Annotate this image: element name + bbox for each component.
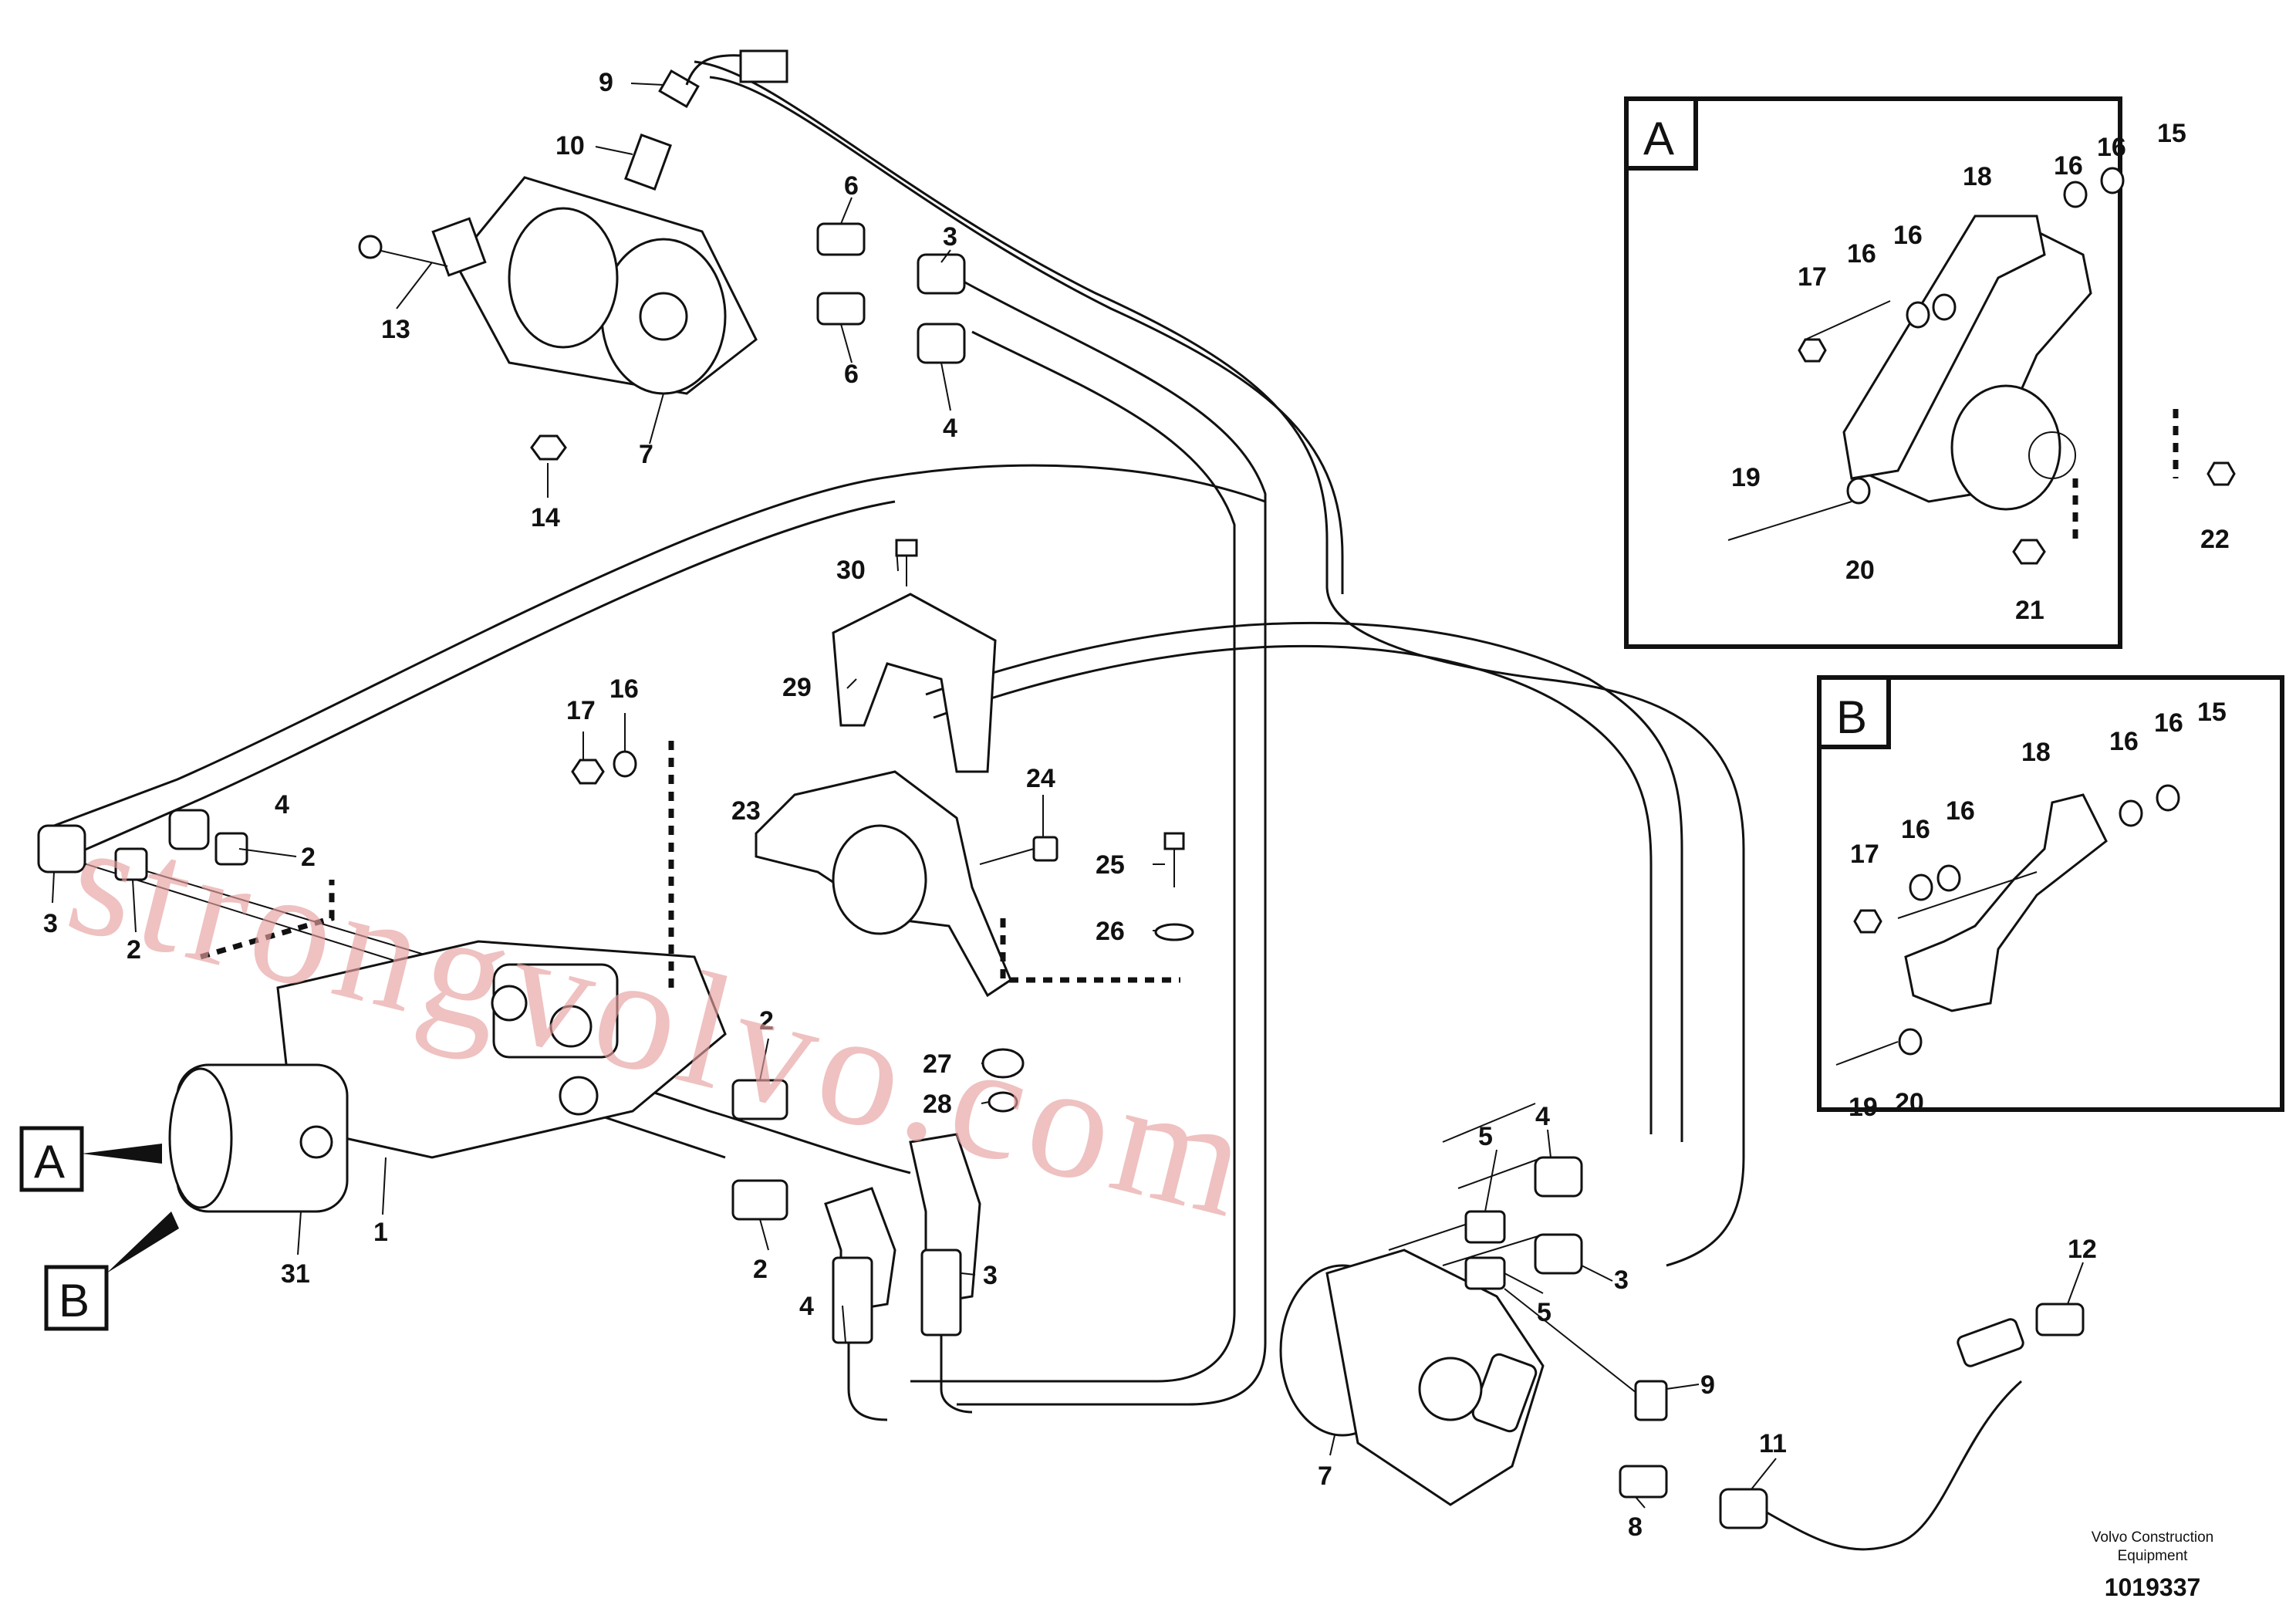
callout-2-left-a: 2 [301,843,316,872]
callout-13: 13 [381,315,410,344]
callout-9-top: 9 [599,68,613,97]
detail-a-callout-18: 18 [1963,162,1992,191]
detail-a-callout-16-3: 16 [1847,239,1876,269]
detail-b-label: B [1836,691,1867,743]
callout-12: 12 [2068,1235,2097,1264]
fittings-mid [731,1079,981,1344]
elbow-6-a [816,222,866,256]
callout-4-mid: 4 [799,1292,814,1321]
detail-a-callout-16-1: 16 [2054,151,2083,181]
ref-a-label: A [34,1136,65,1188]
callout-6-a: 6 [844,171,859,201]
bolt-13 [358,235,448,267]
callout-17-mid: 17 [566,696,596,725]
callout-29: 29 [782,673,812,702]
callout-30: 30 [836,556,866,585]
dash-line-bracket [1000,918,1180,983]
detail-b-panel: B [1817,675,2284,1112]
doc-number: 1019337 [2105,1573,2201,1601]
callout-9-bottom: 9 [1700,1370,1715,1400]
callout-5-b: 5 [1537,1298,1551,1327]
callout-2-left-b: 2 [127,935,141,965]
detail-a-callout-22: 22 [2200,525,2230,554]
detail-b-callout-16-1: 16 [2109,727,2139,756]
callout-numbers: 9 10 13 14 7 6 6 3 4 30 29 17 16 23 24 2… [43,68,2230,1542]
callout-4-top: 4 [943,414,957,443]
callout-25: 25 [1096,850,1125,880]
callout-23: 23 [731,796,761,826]
callout-11: 11 [1759,1429,1787,1458]
callout-16-mid: 16 [609,674,639,704]
callout-26: 26 [1096,917,1125,946]
callout-3-left: 3 [43,909,58,938]
credit-line-1: Volvo Construction [2092,1529,2213,1546]
detail-b-callout-15: 15 [2197,698,2227,727]
detail-a-panel: A [1624,96,2236,649]
callout-7-bottom: 7 [1318,1461,1332,1491]
callout-7-top: 7 [639,440,653,469]
detail-a-callout-16-4: 16 [1893,221,1923,250]
detail-a-callout-15: 15 [2157,119,2186,148]
detail-a-callout-16-2: 16 [2097,133,2126,162]
bracket-23 [755,770,1012,998]
callout-14: 14 [531,503,560,532]
callout-5-a: 5 [1478,1122,1493,1151]
detail-b-callout-20: 20 [1895,1088,1924,1117]
guard-29 [832,593,997,773]
callout-3-top: 3 [943,222,957,252]
detail-a-callout-20: 20 [1845,556,1875,585]
callout-31: 31 [281,1259,310,1289]
detail-b-callout-19: 19 [1849,1093,1878,1122]
hydraulic-motor-bottom [1279,1249,1545,1506]
hydraulic-motor-top [431,176,758,395]
callout-1: 1 [373,1218,388,1247]
elbow-6-b [816,292,866,326]
callout-2-mid-a: 2 [759,1006,774,1036]
credit-block: Volvo Construction Equipment 1019337 [2092,1529,2213,1601]
callout-10: 10 [555,131,585,161]
credit-line-2: Equipment [2118,1548,2189,1564]
callout-24: 24 [1026,764,1055,793]
detail-b-callout-18: 18 [2021,738,2051,767]
bolt-30 [895,539,918,586]
detail-a-callout-17: 17 [1798,262,1827,292]
callout-6-b: 6 [844,360,859,389]
detail-a-label: A [1643,113,1674,164]
detail-a-callout-21: 21 [2015,596,2044,625]
callout-8: 8 [1628,1512,1643,1542]
dash-line-pump [200,880,335,960]
washer-16-mid [613,750,637,778]
ref-box-b: B [44,1211,179,1331]
nut-17-mid [571,759,605,785]
callout-27: 27 [923,1049,952,1079]
washer-26 [1154,923,1194,941]
detail-b-callout-16-3: 16 [1901,815,1930,844]
ref-box-a: A [19,1126,162,1192]
hydraulic-lines [53,60,2022,1551]
callout-4-left: 4 [275,790,289,819]
detail-b-callout-16-4: 16 [1946,796,1975,826]
leader-lines [52,83,2084,1509]
callout-3-mid: 3 [983,1261,998,1290]
ref-b-label: B [59,1275,89,1326]
detail-a-callout-19: 19 [1731,463,1761,492]
detail-b-callout-16-2: 16 [2154,708,2183,738]
detail-b-callout-17: 17 [1850,840,1879,869]
callout-3-right: 3 [1614,1265,1629,1295]
nut-14 [530,434,567,461]
bolt-25 [1163,832,1185,887]
nut-3-top [917,253,966,295]
pump-assembly [168,940,727,1213]
callout-28: 28 [923,1090,952,1119]
adapter-10 [624,133,672,191]
fittings-left [37,809,248,881]
fitting-9-top [658,49,788,109]
fittings-bottom-motor [1464,1156,2085,1529]
bolt-24 [979,836,1059,865]
nut-4-top [917,323,966,364]
callout-2-mid-b: 2 [753,1255,768,1284]
callout-4-right: 4 [1535,1102,1550,1131]
